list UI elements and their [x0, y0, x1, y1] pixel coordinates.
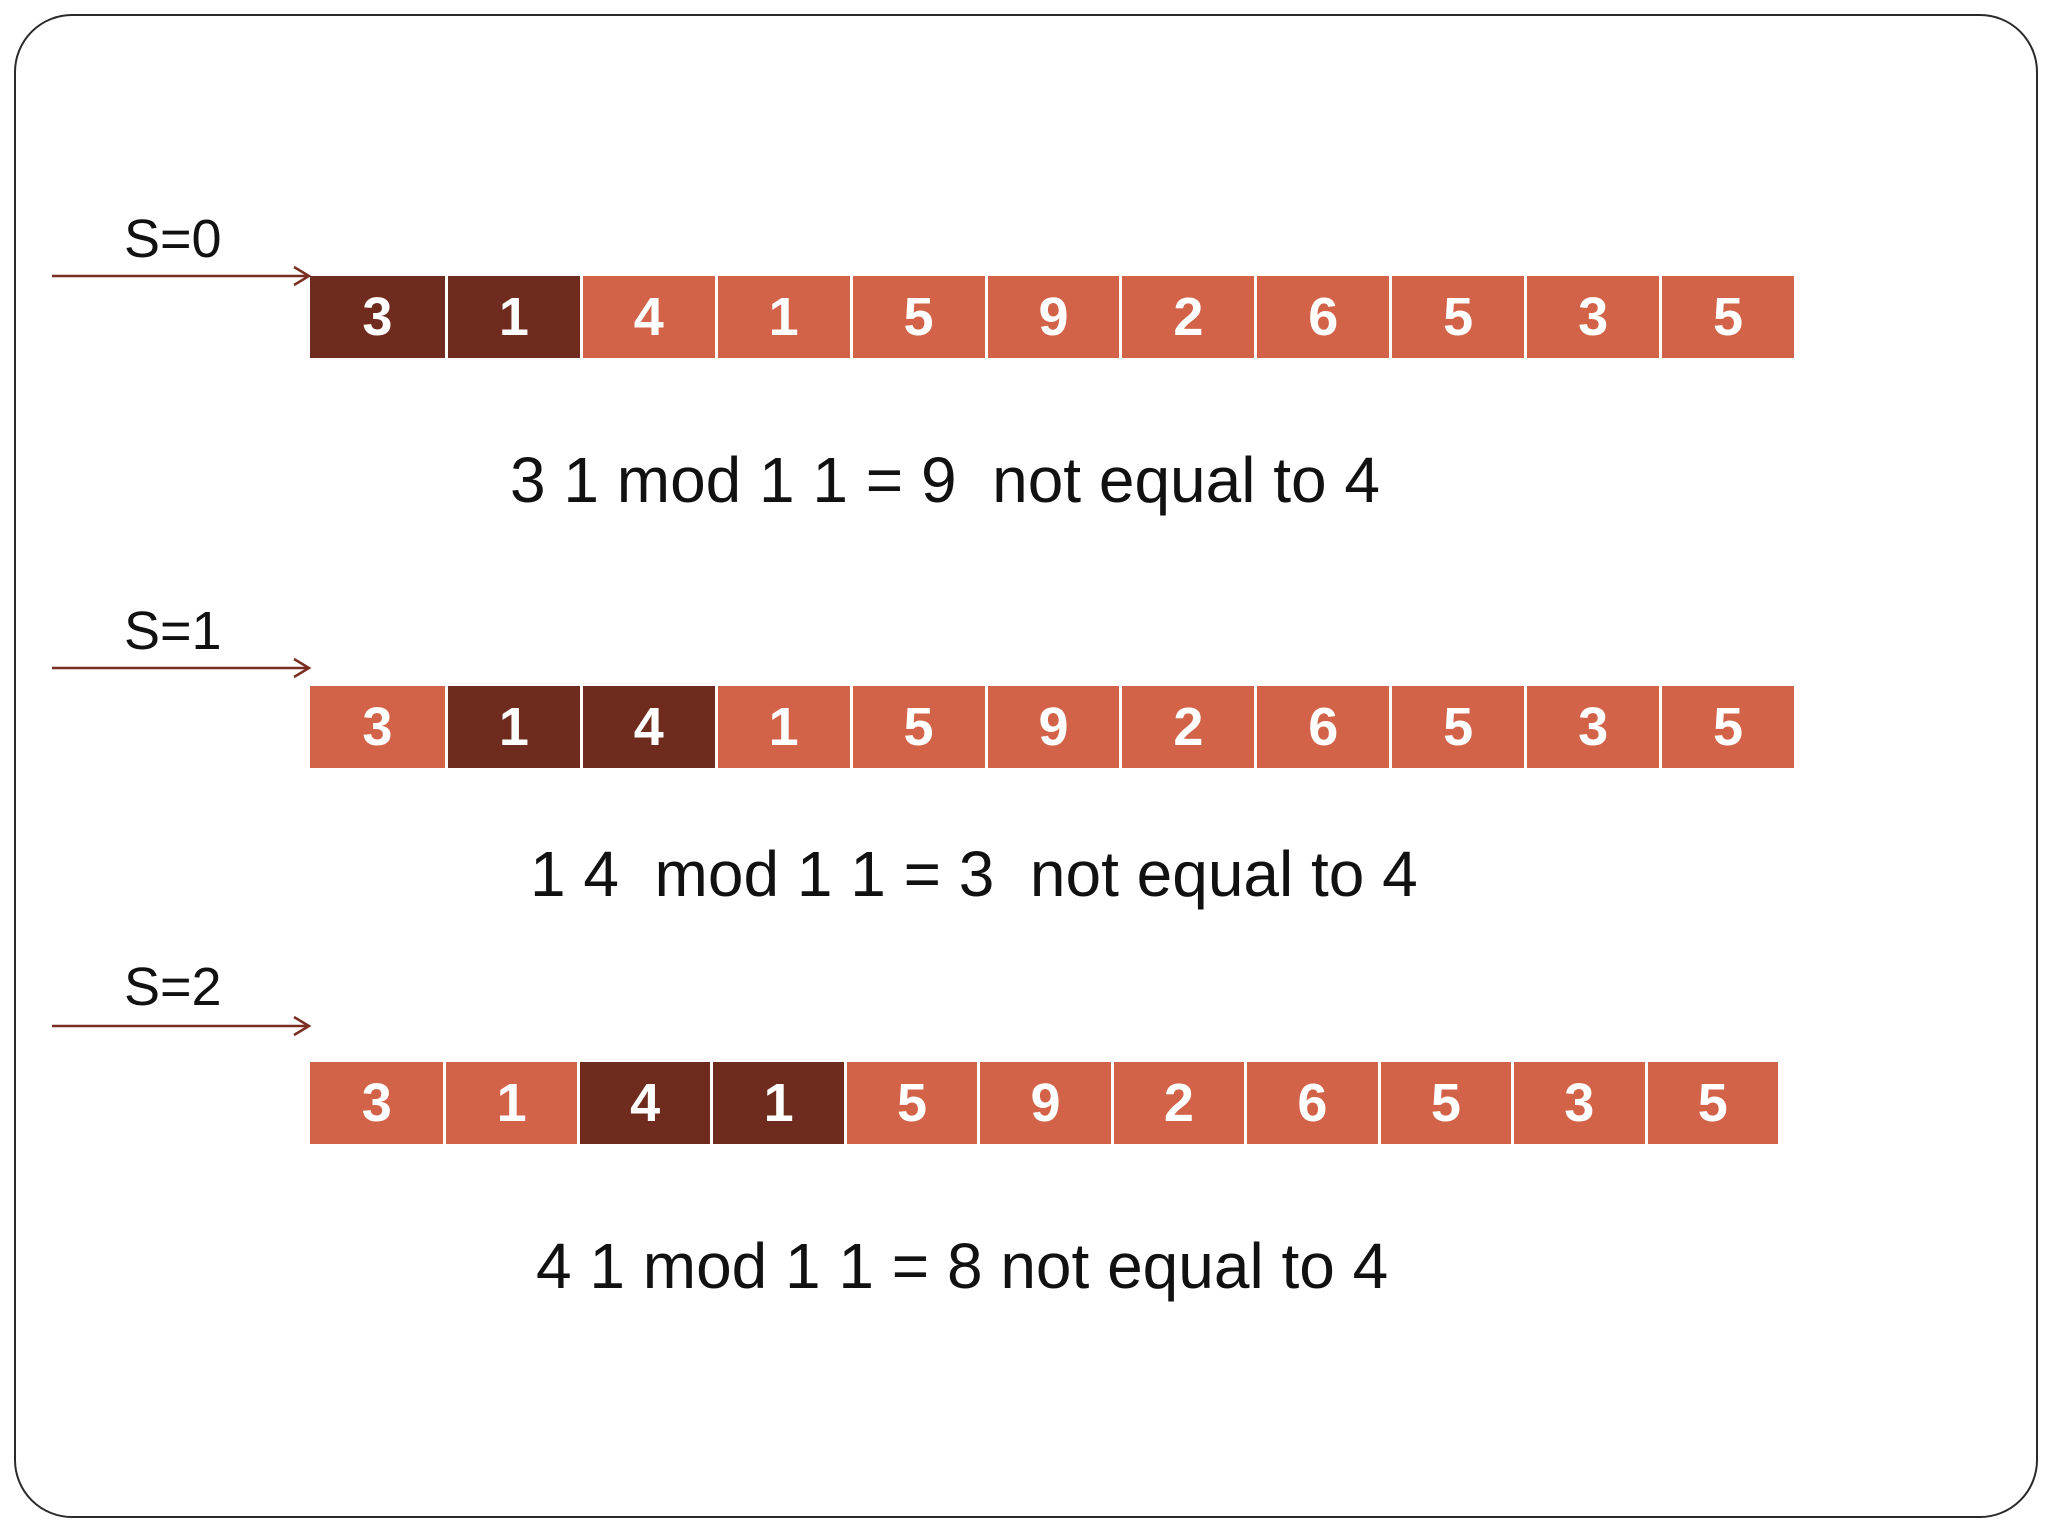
array-cell: 1	[714, 276, 850, 358]
expression-1: 1 4 mod 1 1 = 3 not equal to 4	[530, 838, 1418, 910]
array-cell: 3	[310, 1062, 444, 1144]
array-cell: 6	[1254, 686, 1390, 768]
array-cell: 1	[714, 686, 850, 768]
shift-label-2: S=2	[124, 957, 222, 1017]
array-cell: 3	[1524, 276, 1660, 358]
array-cell: 3	[1511, 1062, 1645, 1144]
array-cell: 5	[1389, 276, 1525, 358]
array-cell: 5	[1644, 1062, 1778, 1144]
array-cell: 2	[1119, 686, 1255, 768]
array-cell: 4	[579, 276, 715, 358]
array-cell: 1	[443, 1062, 577, 1144]
array-cell: 9	[984, 686, 1120, 768]
array-cell: 6	[1254, 276, 1390, 358]
shift-label-0: S=0	[124, 209, 222, 269]
array-cell: 3	[310, 276, 445, 358]
arrow-icon	[52, 265, 312, 287]
array-cell: 5	[843, 1062, 978, 1144]
array-cell: 5	[849, 686, 985, 768]
array-cell: 9	[977, 1062, 1111, 1144]
array-cell: 5	[1389, 686, 1525, 768]
shift-label-1: S=1	[124, 601, 222, 661]
array-cell: 9	[984, 276, 1120, 358]
arrow-icon	[52, 657, 312, 679]
array-cell: 5	[1659, 686, 1794, 768]
arrow-icon	[52, 1015, 312, 1037]
expression-0: 3 1 mod 1 1 = 9 not equal to 4	[510, 444, 1380, 516]
array-cell: 1	[710, 1062, 844, 1144]
array-cell: 4	[576, 1062, 711, 1144]
array-cell: 5	[849, 276, 985, 358]
array-cell: 1	[444, 276, 580, 358]
array-cell: 3	[310, 686, 445, 768]
array-cell: 4	[579, 686, 715, 768]
array-cell: 1	[444, 686, 580, 768]
array-cell: 2	[1110, 1062, 1245, 1144]
array-cell: 3	[1524, 686, 1660, 768]
array-cell: 2	[1119, 276, 1255, 358]
array-cell: 5	[1659, 276, 1794, 358]
array-cell: 6	[1244, 1062, 1378, 1144]
array-cell: 5	[1377, 1062, 1512, 1144]
expression-2: 4 1 mod 1 1 = 8 not equal to 4	[536, 1230, 1389, 1302]
